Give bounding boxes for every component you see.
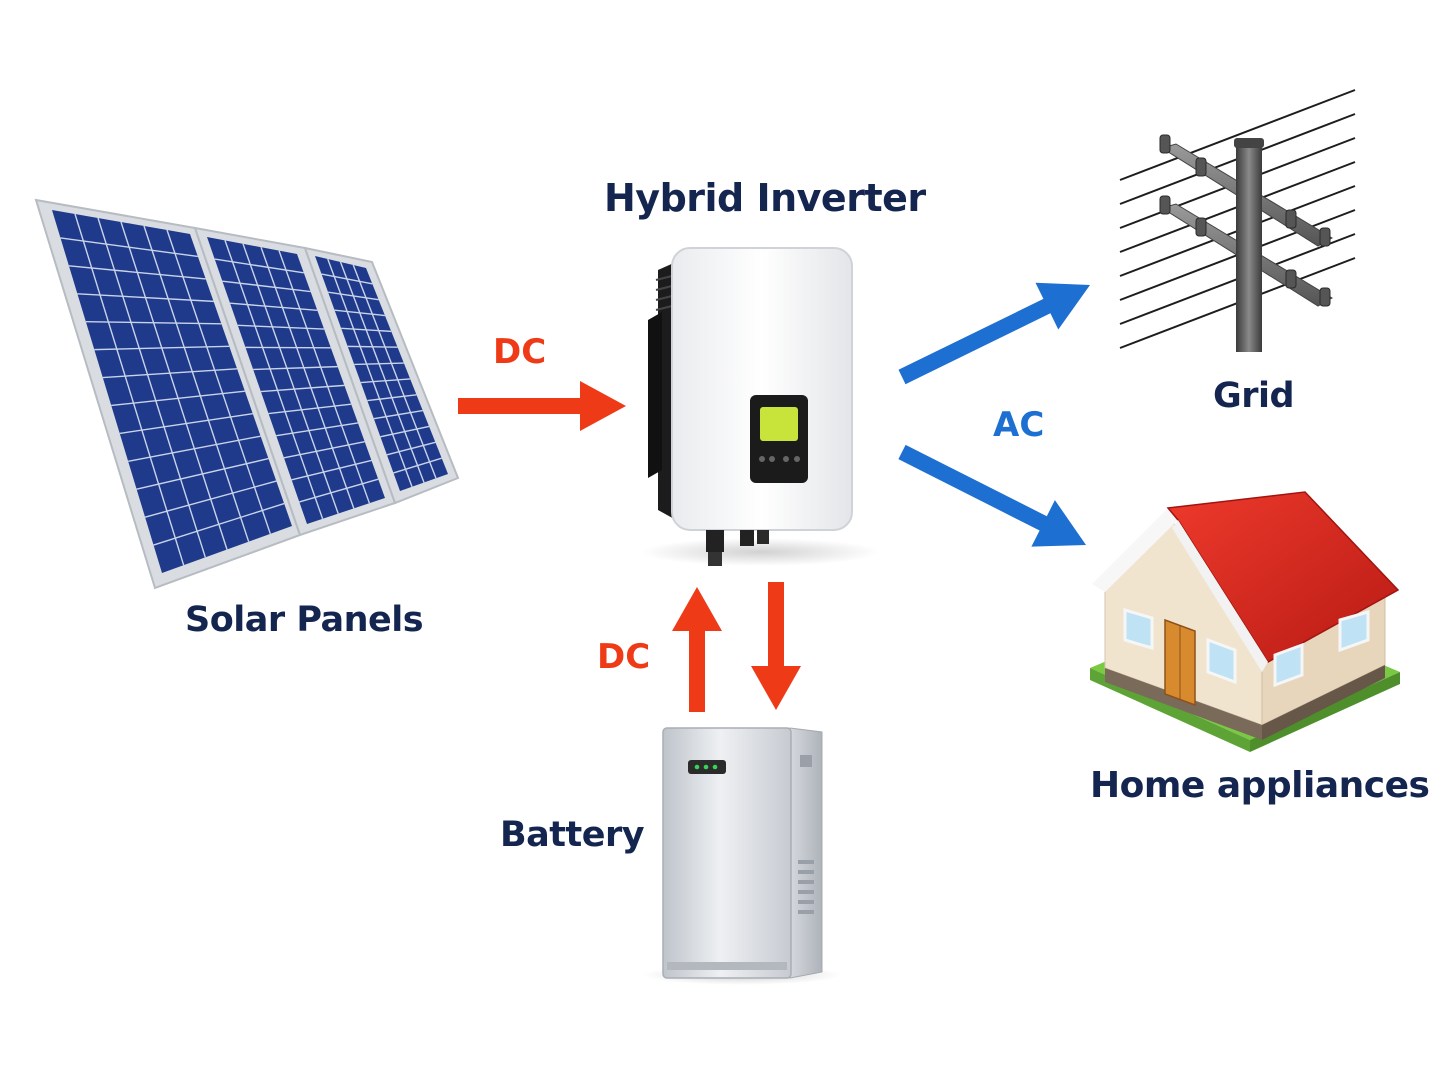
solar-cell-gridline <box>74 213 185 566</box>
dc-flow-label-battery: DC <box>597 637 651 677</box>
solar-cell-gridline <box>341 327 392 333</box>
solar-cell-gridline <box>299 478 379 503</box>
solar-cell-gridline <box>230 302 318 312</box>
solar-cell-gridline <box>153 502 285 546</box>
ac-arrow-inverter-to-grid <box>898 282 1090 385</box>
solar-cell-gridline <box>367 394 417 402</box>
flow-arrows <box>458 282 1090 712</box>
dc-arrow-battery-to-inverter <box>672 587 722 712</box>
solar-cell-gridline <box>144 480 277 518</box>
solar-cell-gridline <box>136 457 269 490</box>
solar-cell-gridline <box>102 368 238 379</box>
solar-cell-gridline <box>354 362 404 366</box>
solar-cell-gridline <box>68 265 206 280</box>
solar-cell-gridline <box>373 409 423 420</box>
solar-cell-gridline <box>143 225 250 542</box>
solar-cell-gridline <box>327 291 379 301</box>
solar-cell-gridline <box>268 403 352 415</box>
solar-cell-gridline <box>360 378 411 384</box>
solar-cell-gridline <box>253 365 338 371</box>
solar-cell-gridline <box>214 258 304 274</box>
solar-cell-gridline <box>352 264 437 479</box>
house-icon <box>1090 491 1400 752</box>
solar-cell-gridline <box>111 390 245 407</box>
home-appliances-label: Home appliances <box>1090 765 1430 806</box>
solar-panels-label: Solar Panels <box>185 600 424 640</box>
solar-cell-gridline <box>224 240 324 520</box>
power-line-wire <box>1119 89 1356 181</box>
solar-cell-gridline <box>242 243 339 514</box>
solar-cell-gridline <box>77 293 214 303</box>
solar-cell-gridline <box>380 425 430 438</box>
battery-label: Battery <box>500 815 645 855</box>
solar-cell-gridline <box>222 280 311 293</box>
utility-pole-icon <box>1119 89 1356 352</box>
solar-cell-gridline <box>237 324 325 330</box>
solar-cell-gridline <box>94 345 230 351</box>
solar-cell-gridline <box>327 258 413 487</box>
solar-cell-gridline <box>278 250 371 504</box>
dc-arrow-solar-to-inverter <box>458 381 626 431</box>
solar-cell-gridline <box>166 229 271 535</box>
grid-label: Grid <box>1213 376 1295 416</box>
inverter-label: Hybrid Inverter <box>604 176 926 220</box>
dc-flow-label-solar: DC <box>493 332 547 372</box>
solar-cell-gridline <box>97 217 207 558</box>
solar-cell-gridline <box>276 422 359 437</box>
solar-cell-gridline <box>260 246 355 509</box>
ac-flow-label: AC <box>993 405 1045 445</box>
solar-cell-gridline <box>386 441 436 456</box>
solar-cell-gridline <box>260 384 345 393</box>
solar-panel-icon <box>34 198 460 590</box>
solar-cell-gridline <box>119 412 253 435</box>
battery-icon <box>642 727 842 985</box>
solar-cell-gridline <box>128 435 261 462</box>
solar-cell-gridline <box>60 237 198 258</box>
solar-cell-gridline <box>85 320 222 325</box>
ac-arrow-inverter-to-home <box>898 444 1086 547</box>
solar-cell-grid <box>60 213 442 566</box>
solar-cell-gridline <box>321 273 373 285</box>
hybrid-inverter-icon <box>640 247 880 566</box>
solar-cell-gridline <box>347 345 398 348</box>
dc-arrow-inverter-to-battery <box>751 582 801 710</box>
solar-cell-gridline <box>283 441 365 459</box>
solar-cell-gridline <box>120 221 228 550</box>
solar-cell-gridline <box>334 309 385 317</box>
solar-cell-gridline <box>393 457 442 474</box>
solar-cell-gridline <box>291 459 372 481</box>
solar-cell-gridline <box>339 261 425 483</box>
